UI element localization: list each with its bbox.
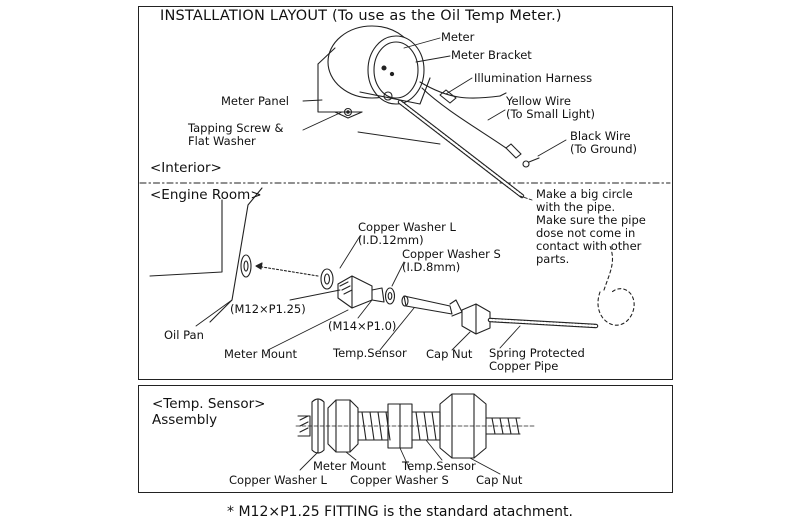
label-temp-sensor: Temp.Sensor <box>333 346 407 360</box>
label-copper-washer-l: Copper Washer L (I.D.12mm) <box>358 220 456 247</box>
label-oil-pan: Oil Pan <box>164 328 204 342</box>
diagram-title: INSTALLATION LAYOUT (To use as the Oil T… <box>160 8 562 24</box>
section-sensor-assembly: <Temp. Sensor> Assembly <box>152 396 266 428</box>
install-arrow <box>255 265 319 277</box>
install-arrowhead <box>255 262 263 270</box>
assembly-label-temp-sensor: Temp.Sensor <box>402 459 476 473</box>
label-tapping-screw: Tapping Screw & Flat Washer <box>188 121 284 148</box>
label-thread-m12: (M12×P1.25) <box>230 302 306 316</box>
label-illumination-harness: Illumination Harness <box>474 71 593 85</box>
illumination-harness-shape <box>419 81 540 168</box>
label-meter-mount: Meter Mount <box>224 347 298 361</box>
meter-panel-shape <box>317 47 363 119</box>
label-pipe-note: Make a big circle with the pipe. Make su… <box>536 187 646 266</box>
assembly-shapes <box>295 393 535 459</box>
copper-washer-l-shape <box>320 268 334 290</box>
label-cap-nut: Cap Nut <box>426 347 473 361</box>
cap-nut-shape <box>461 303 491 335</box>
label-meter-panel: Meter Panel <box>221 94 289 108</box>
label-black-wire: Black Wire (To Ground) <box>570 129 638 156</box>
spring-pipe-engine <box>487 317 599 329</box>
assembly-label-cap-nut: Cap Nut <box>476 473 523 487</box>
label-thread-m14: (M14×P1.0) <box>328 319 397 333</box>
pipe-loop-lead <box>603 245 613 291</box>
label-meter: Meter <box>441 30 475 44</box>
temp-sensor-shape <box>401 295 463 317</box>
leader-lines-assembly <box>299 439 501 475</box>
spring-pipe-interior <box>397 99 525 199</box>
section-interior: <Interior> <box>150 160 222 176</box>
sensor-assembly-panel <box>138 385 673 493</box>
copper-washer-s-shape <box>384 287 396 305</box>
label-copper-washer-s: Copper Washer S (I.D.8mm) <box>402 247 501 274</box>
meter-gauge-shape <box>327 25 431 117</box>
label-yellow-wire: Yellow Wire (To Small Light) <box>506 94 596 121</box>
assembly-label-copper-washer-l: Copper Washer L <box>229 473 327 487</box>
pipe-loop <box>597 288 635 326</box>
leader-lines-top <box>302 37 567 201</box>
meter-mount-shape <box>337 275 385 309</box>
label-spring-pipe: Spring Protected Copper Pipe <box>489 346 585 373</box>
leader-lines-engine <box>195 235 521 351</box>
label-meter-bracket: Meter Bracket <box>451 48 532 62</box>
assembly-label-meter-mount: Meter Mount <box>313 459 387 473</box>
assembly-label-copper-washer-s: Copper Washer S <box>350 473 449 487</box>
section-engine-room: <Engine Room> <box>150 187 262 203</box>
oil-pan-shape <box>149 187 263 323</box>
footnote: * M12×P1.25 FITTING is the standard atac… <box>227 504 573 520</box>
